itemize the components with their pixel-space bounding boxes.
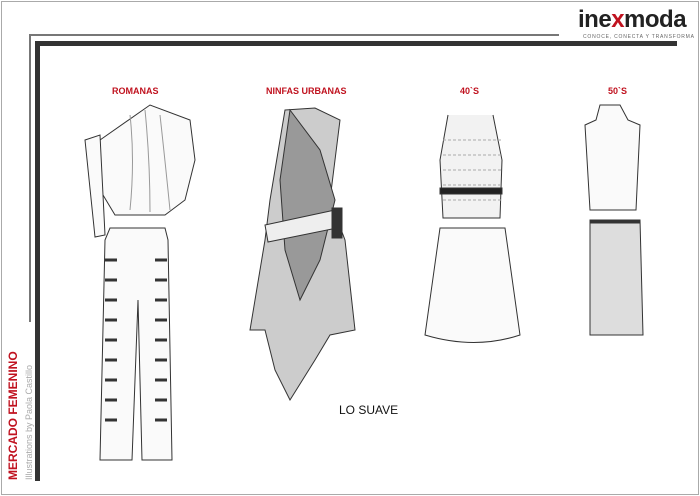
divider: [29, 34, 559, 36]
50s-outfit: [584, 104, 644, 336]
section-label: ROMANAS: [112, 86, 159, 96]
divider: [29, 34, 31, 322]
illustrator-credit: Illustrations by Paola Castillo: [24, 364, 34, 480]
category-label: MERCADO FEMENINO: [6, 351, 20, 480]
section-label: 50`S: [608, 86, 628, 96]
section-label: NINFAS URBANAS: [266, 86, 347, 96]
ninfas-urbanas-outfit: [249, 107, 356, 402]
collection-title: LO SUAVE: [339, 403, 399, 417]
section-label: 40`S: [460, 86, 480, 96]
logo-text: moda: [624, 6, 687, 33]
brand-tagline: CONOCE, CONECTA Y TRANSFORMA: [583, 34, 695, 40]
romanas-outfit: [84, 104, 196, 461]
40s-outfit: [424, 114, 521, 343]
logo-text: x: [611, 6, 625, 33]
brand-logo: inexmoda: [578, 6, 687, 33]
divider: [35, 41, 40, 481]
divider: [35, 41, 677, 46]
logo-text: ine: [578, 6, 612, 33]
